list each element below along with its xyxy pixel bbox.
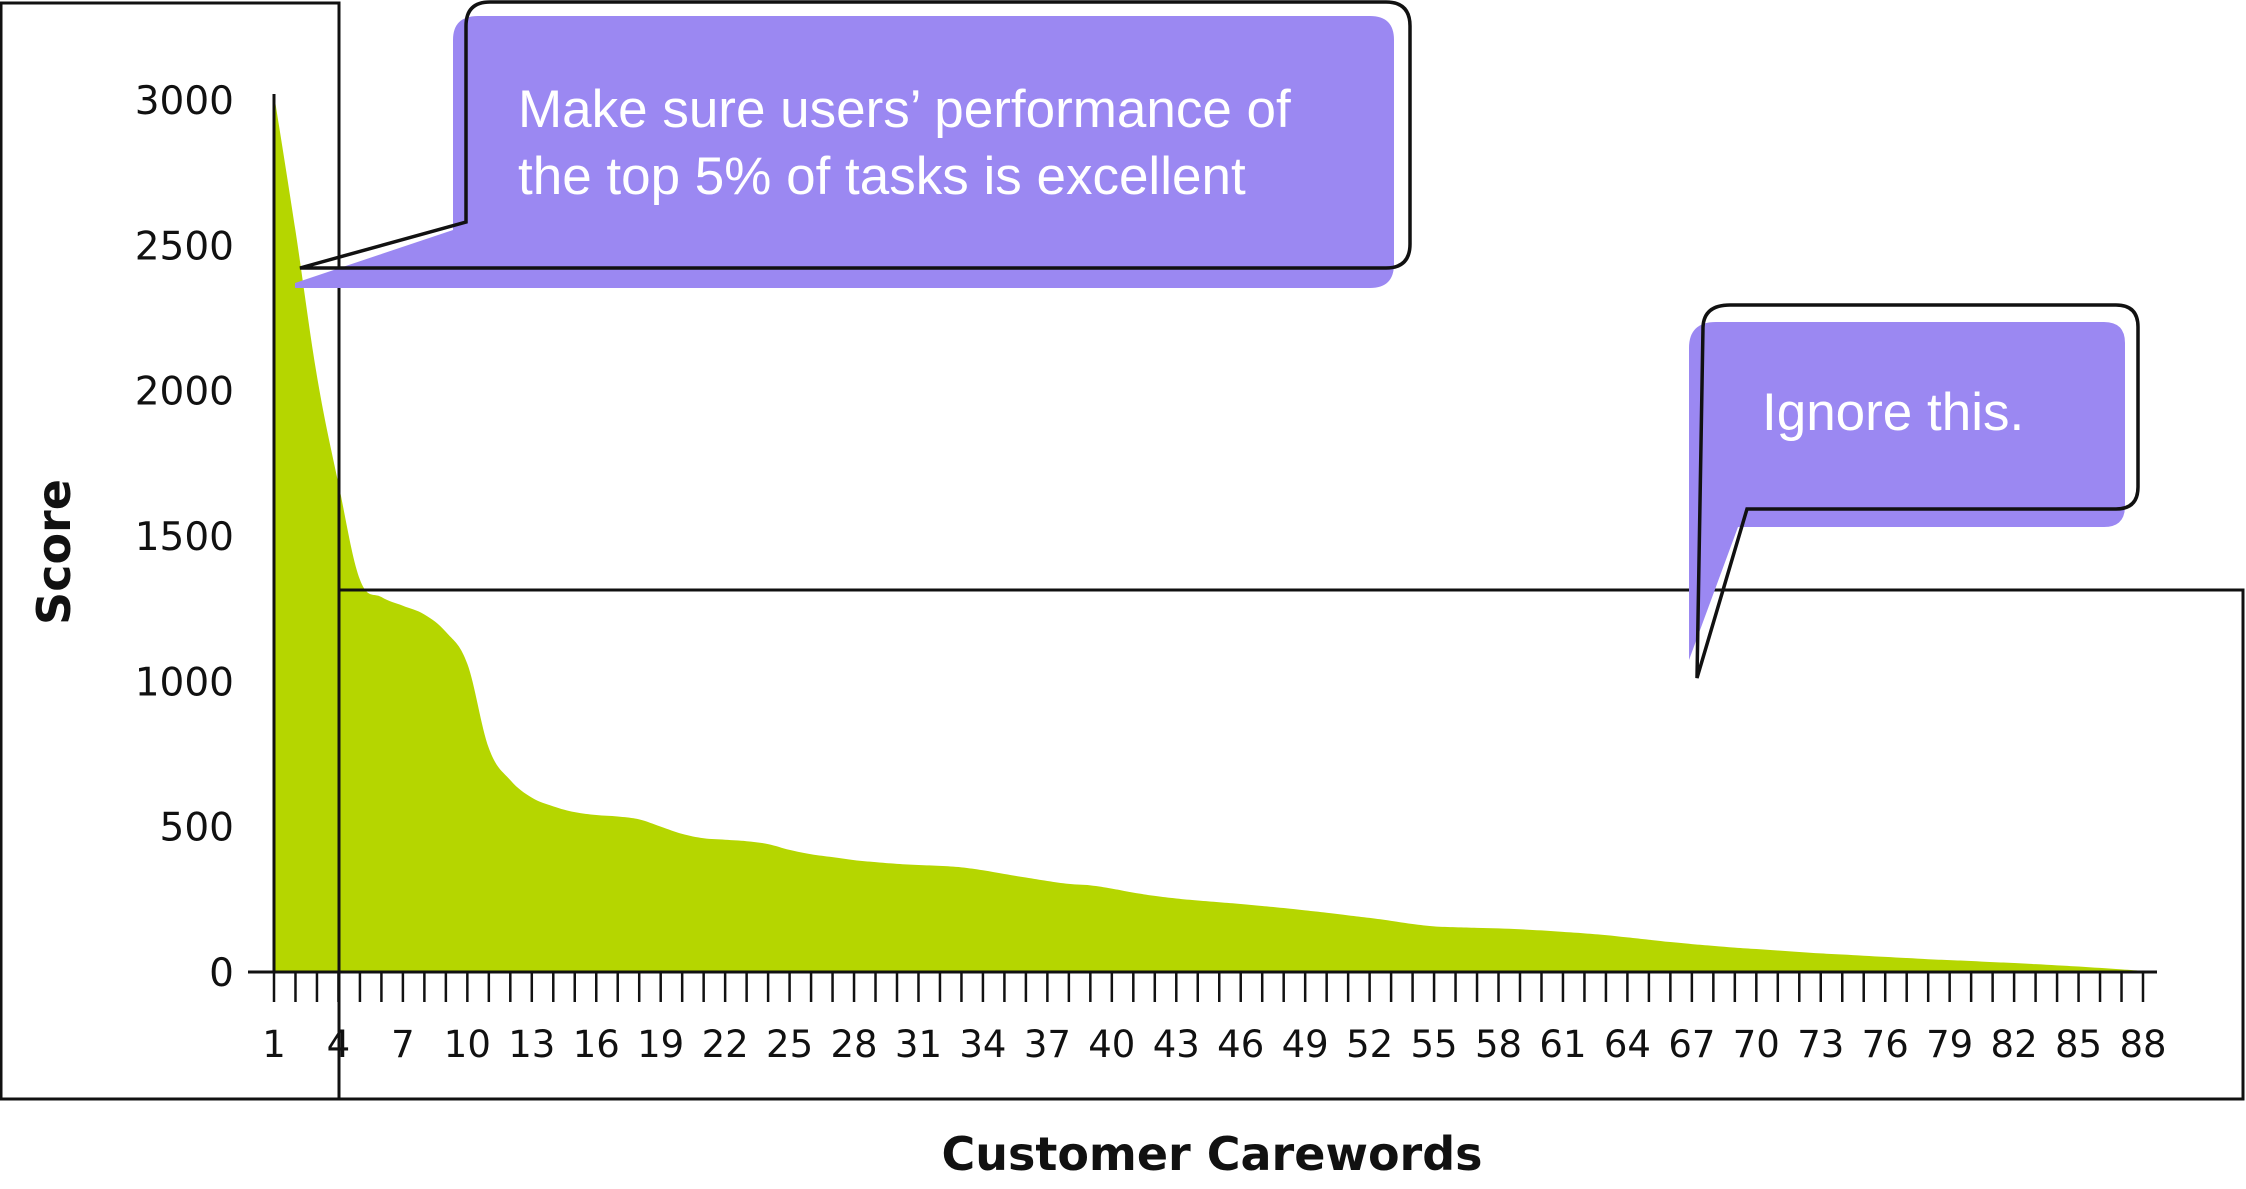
x-tick-label: 61 bbox=[1539, 1023, 1586, 1066]
y-tick-label: 2500 bbox=[135, 224, 234, 269]
callout-top-tasks-outline bbox=[299, 0, 1412, 270]
callout-top-tasks-line-2: the top 5% of tasks is excellent bbox=[518, 147, 1246, 206]
x-axis-title: Customer Carewords bbox=[941, 1127, 1482, 1181]
x-tick-label: 1 bbox=[262, 1023, 286, 1066]
callout-ignore-outline bbox=[1695, 303, 2140, 679]
callout-ignore-text: Ignore this. bbox=[1762, 383, 2024, 442]
y-tick-label: 500 bbox=[160, 806, 234, 851]
y-tick-label: 2000 bbox=[135, 370, 234, 415]
x-tick-label: 10 bbox=[444, 1023, 491, 1066]
x-tick-label: 49 bbox=[1282, 1023, 1329, 1066]
x-tick-label: 85 bbox=[2055, 1023, 2102, 1066]
y-tick-label: 1000 bbox=[135, 660, 234, 705]
x-tick-label: 22 bbox=[702, 1023, 749, 1066]
x-tick-label: 19 bbox=[637, 1023, 684, 1066]
x-tick-label: 31 bbox=[895, 1023, 942, 1066]
x-tick-label: 7 bbox=[391, 1023, 415, 1066]
y-axis-title: Score bbox=[27, 479, 81, 625]
score-area bbox=[274, 94, 2143, 973]
callout-top-tasks: Make sure users’ performance of the top … bbox=[295, 0, 1412, 288]
x-tick-label: 40 bbox=[1088, 1023, 1135, 1066]
x-tick-label: 70 bbox=[1733, 1023, 1780, 1066]
x-tick-label: 25 bbox=[766, 1023, 813, 1066]
x-tick-label: 34 bbox=[959, 1023, 1006, 1066]
area-layer bbox=[274, 94, 2143, 973]
x-tick-label: 16 bbox=[573, 1023, 620, 1066]
x-tick-label: 52 bbox=[1346, 1023, 1393, 1066]
x-tick-label: 58 bbox=[1475, 1023, 1522, 1066]
x-tick-label: 46 bbox=[1217, 1023, 1264, 1066]
x-tick-label: 79 bbox=[1926, 1023, 1973, 1066]
x-tick-label: 43 bbox=[1153, 1023, 1200, 1066]
x-tick-label: 37 bbox=[1024, 1023, 1071, 1066]
x-tick-label: 13 bbox=[508, 1023, 555, 1066]
top-tasks-highlight-box bbox=[0, 1, 341, 1101]
x-tick-label: 55 bbox=[1411, 1023, 1458, 1066]
x-tick-label: 28 bbox=[830, 1023, 877, 1066]
x-tick-label: 67 bbox=[1668, 1023, 1715, 1066]
callout-ignore: Ignore this. bbox=[1689, 303, 2140, 679]
y-tick-label: 1500 bbox=[135, 515, 234, 560]
x-tick-label: 73 bbox=[1797, 1023, 1844, 1066]
callout-ignore-shadow bbox=[1689, 322, 2125, 660]
y-tick-label: 3000 bbox=[135, 79, 234, 124]
callout-top-tasks-shadow bbox=[295, 16, 1394, 288]
x-tick-label: 64 bbox=[1604, 1023, 1651, 1066]
y-tick-label: 0 bbox=[209, 951, 234, 996]
callout-top-tasks-line-1: Make sure users’ performance of bbox=[518, 80, 1291, 139]
x-tick-label: 82 bbox=[1991, 1023, 2038, 1066]
x-tick-label: 76 bbox=[1862, 1023, 1909, 1066]
tail-tasks-highlight-box bbox=[337, 588, 2245, 1101]
x-tick-label: 88 bbox=[2119, 1023, 2166, 1066]
